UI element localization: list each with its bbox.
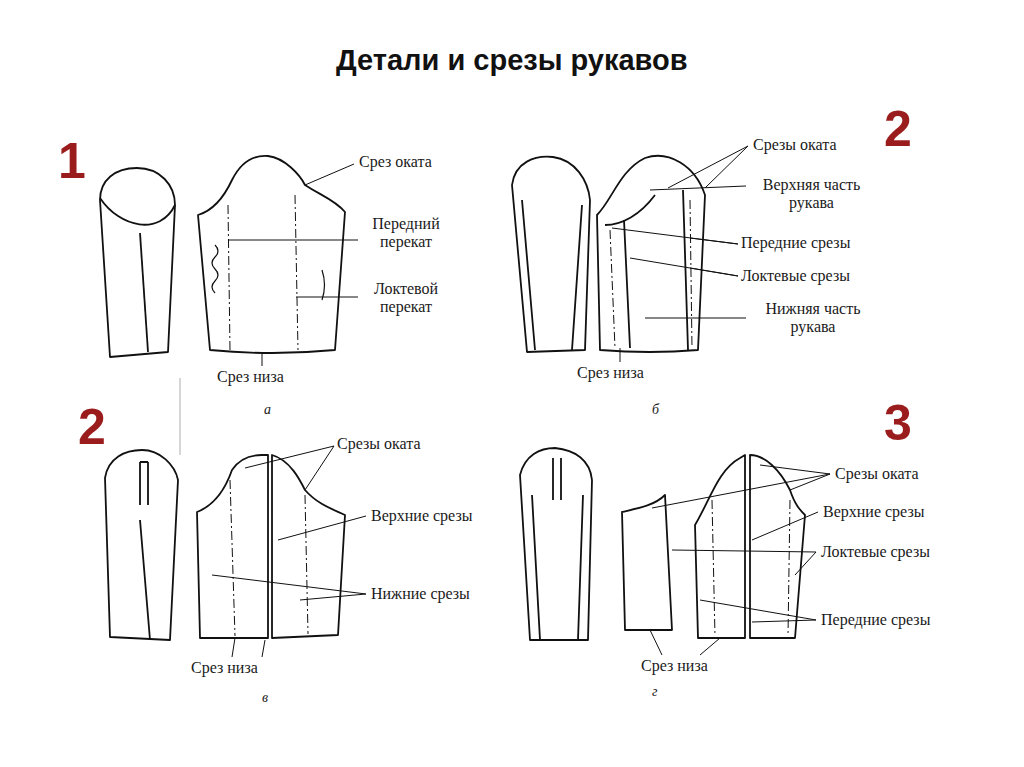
part-label: Срез низа xyxy=(190,659,259,677)
part-label: Верхние срезы xyxy=(370,507,473,525)
panel-letter: в xyxy=(262,690,268,706)
part-label: Срез оката xyxy=(358,153,433,171)
part-label: Срез низа xyxy=(640,657,709,675)
panel-letter: а xyxy=(264,402,271,418)
part-label: Локтевые срезы xyxy=(820,543,931,561)
part-label: Локтевые срезы xyxy=(740,267,851,285)
part-label: Верхняя часть рукава xyxy=(748,176,875,213)
panel-number: 1 xyxy=(58,136,86,186)
panel-letter: г xyxy=(652,684,657,700)
part-label: Нижние срезы xyxy=(370,585,471,603)
panel-letter: б xyxy=(652,402,659,418)
part-label: Верхние срезы xyxy=(822,503,925,521)
panel-number: 2 xyxy=(78,402,106,452)
part-label: Нижняя часть рукава xyxy=(748,300,878,337)
part-label: Передние срезы xyxy=(740,234,851,252)
part-label: Срез низа xyxy=(576,364,645,382)
part-label: Срез низа xyxy=(216,368,285,386)
part-label: Срезы оката xyxy=(834,465,920,483)
panel-number: 3 xyxy=(884,398,912,448)
diagram-title: Детали и срезы рукавов xyxy=(336,44,688,77)
part-label: Срезы оката xyxy=(752,136,838,154)
part-label: Срезы оката xyxy=(336,435,422,453)
panel-number: 2 xyxy=(884,104,912,154)
part-label: Передний перекат xyxy=(360,215,452,252)
part-label: Передние срезы xyxy=(820,611,931,629)
part-label: Локтевой перекат xyxy=(360,280,452,317)
